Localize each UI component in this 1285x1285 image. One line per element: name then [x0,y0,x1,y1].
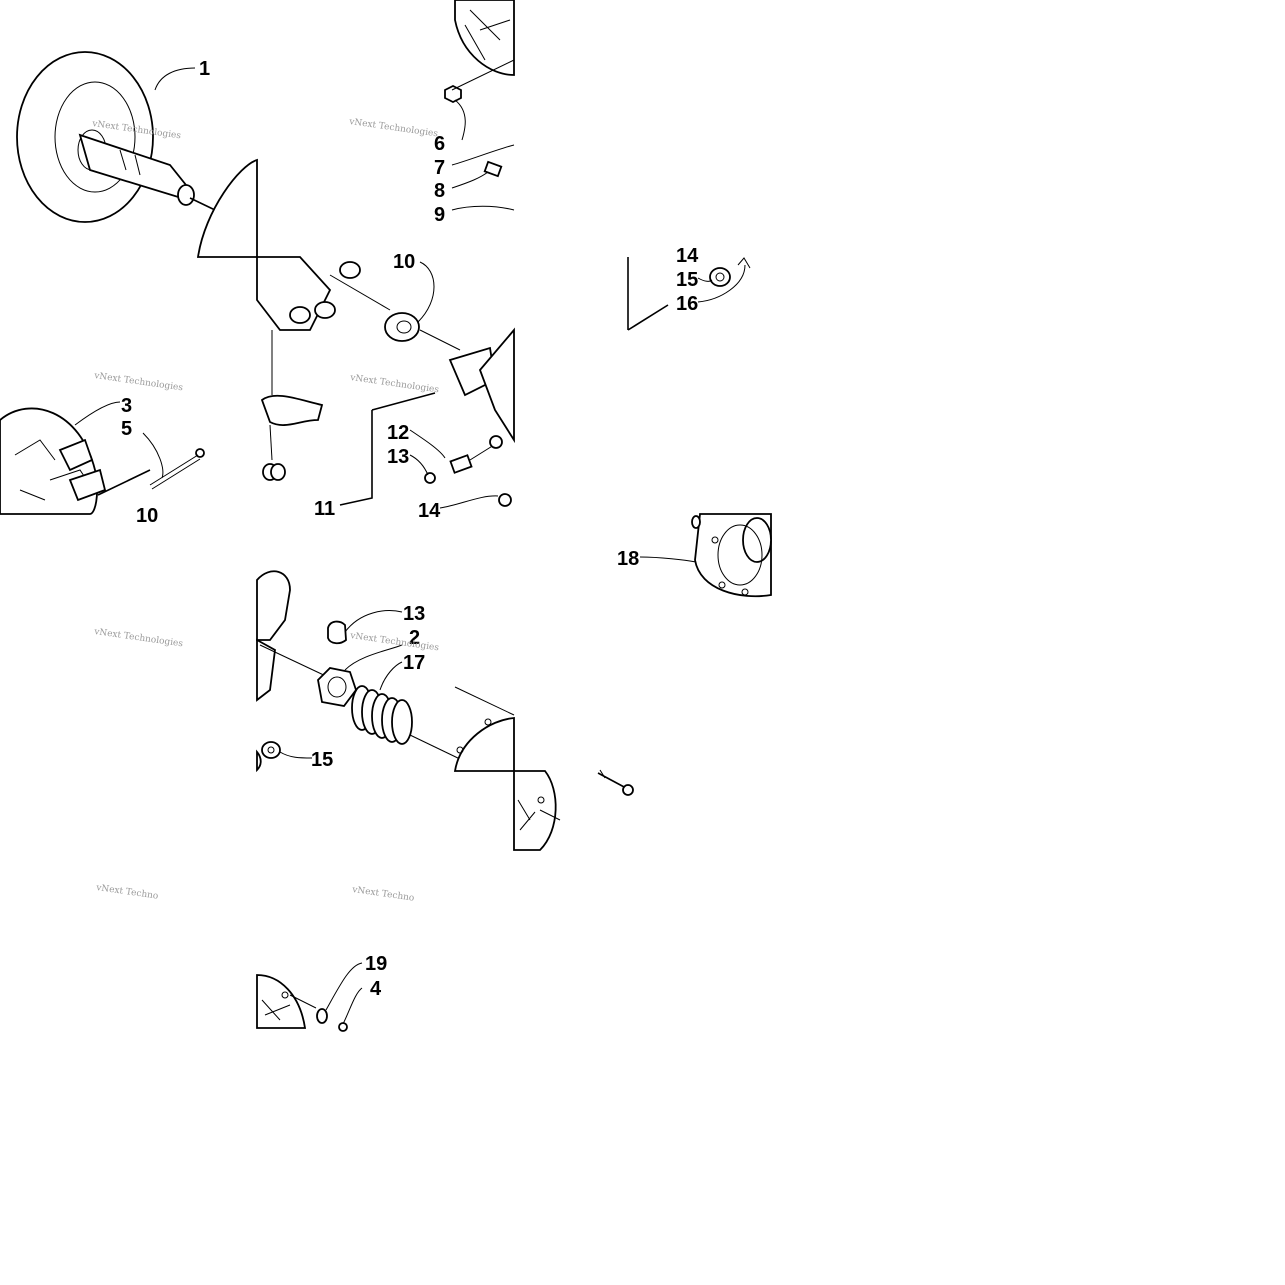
callout-15: 15 [311,749,333,771]
callout-16: 16 [676,293,698,315]
callout-7: 7 [434,157,445,179]
drive-face-plate [16,51,258,258]
callout-14: 14 [418,500,441,522]
callout-8: 8 [434,180,445,202]
callout-13: 13 [387,446,409,468]
weight-arm-assembly [256,256,515,509]
callout-labels: 1 6 7 8 9 10 14 15 16 3 5 10 12 13 14 11… [121,58,699,1000]
watermark: vNext Techno [95,883,159,902]
callout-2: 2 [409,627,420,649]
hub-corner-hardware [256,962,363,1032]
callout-15: 15 [676,269,698,291]
callout-4: 4 [370,978,382,1000]
callout-13: 13 [403,603,425,625]
spring-and-nut [256,570,515,773]
callout-12: 12 [387,422,409,444]
bushing-parts [627,257,751,331]
watermark: vNext Technologies [93,627,184,650]
callout-3: 3 [121,395,132,417]
callout-19: 19 [365,953,387,975]
coil-spring [351,685,413,745]
callout-17: 17 [403,652,425,674]
watermark: vNext Technologies [93,371,184,394]
callout-11: 11 [314,498,335,520]
clutch-spider [0,401,205,515]
callout-1: 1 [199,58,210,80]
watermark: vNext Technologies [348,117,439,140]
callout-9: 9 [434,204,445,226]
callout-10: 10 [136,505,158,527]
callout-6: 6 [434,133,445,155]
callout-18: 18 [617,548,639,570]
housing-edge-and-bolt [513,769,634,851]
watermark: vNext Techno [351,885,415,904]
watermark: vNext Technologies [349,631,440,654]
watermark: vNext Technologies [349,373,440,396]
callout-5: 5 [121,418,132,440]
sheave-housing [639,513,772,598]
callout-10: 10 [393,251,415,273]
callout-14: 14 [676,245,699,267]
spider-assembly-top [444,0,515,211]
